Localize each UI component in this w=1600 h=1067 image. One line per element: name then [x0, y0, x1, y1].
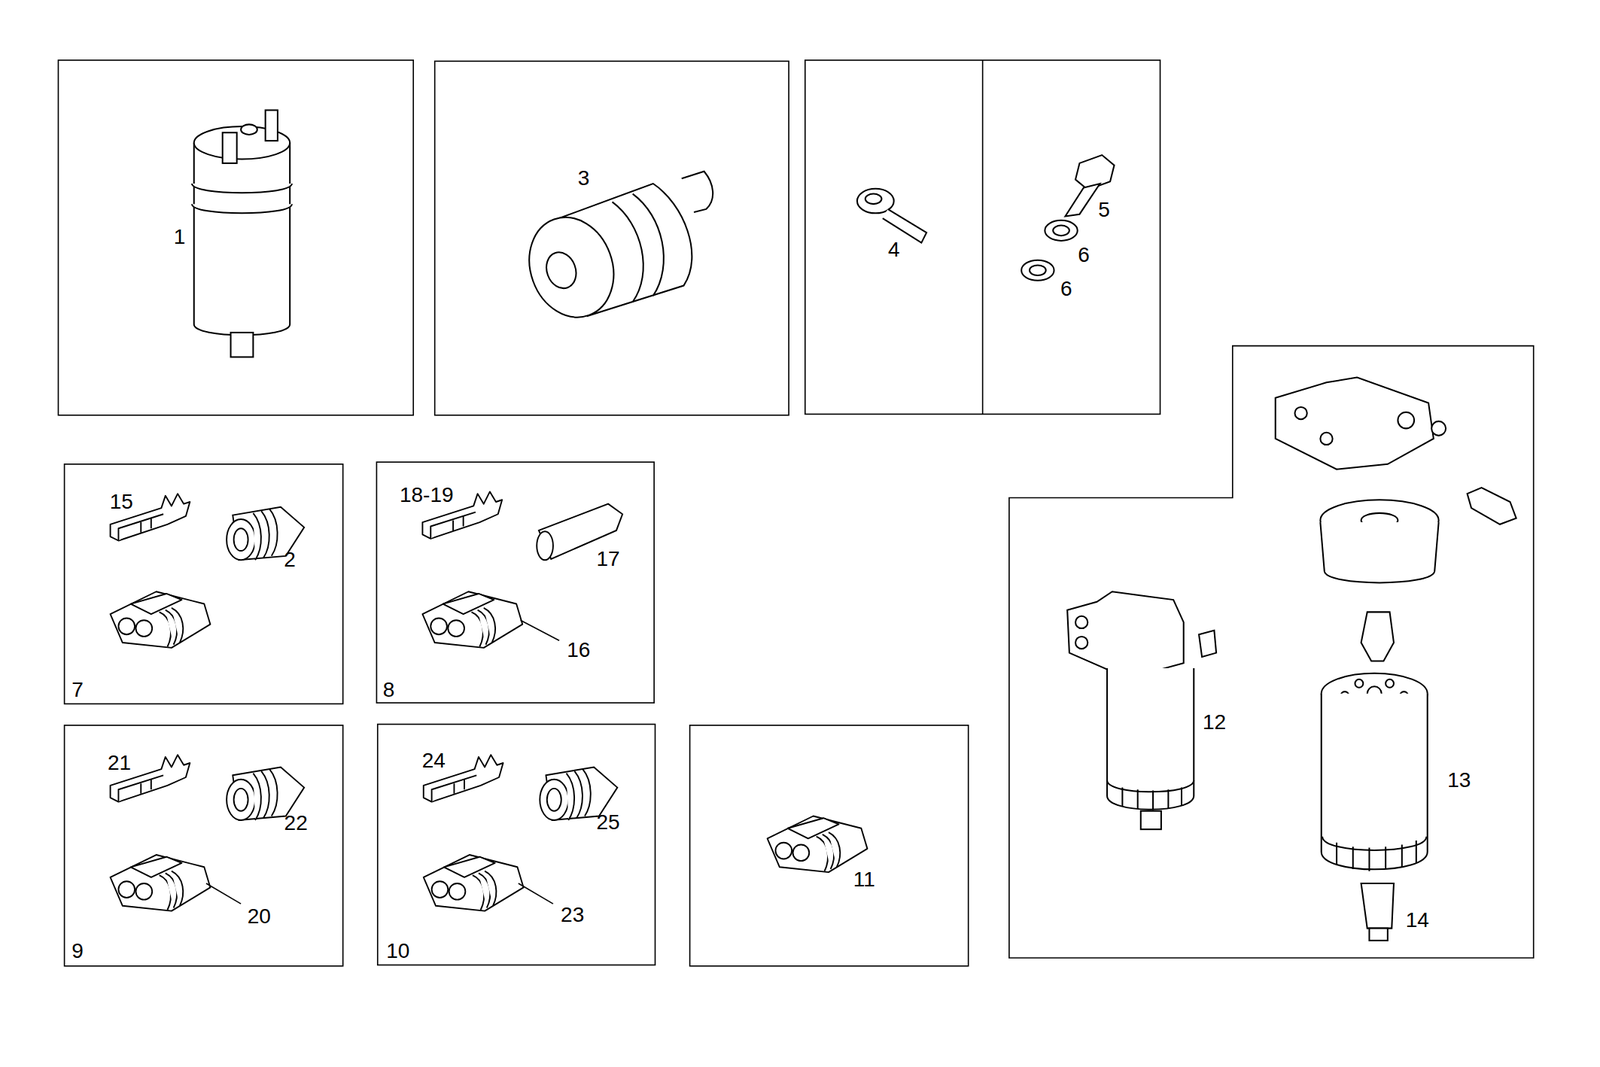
callout-number: 17	[596, 548, 621, 570]
callout-number: 18-19	[399, 484, 454, 506]
callout-number: 25	[596, 812, 621, 834]
callout-number: 24	[422, 750, 446, 772]
callout-number: 7	[71, 679, 84, 701]
callout-number: 23	[560, 904, 585, 926]
callout-number: 6	[1060, 278, 1073, 300]
callout-number: 3	[577, 167, 591, 189]
callout-number: 5	[1098, 199, 1111, 221]
callout-number: 16	[566, 639, 591, 661]
callout-number: 6	[1077, 244, 1090, 266]
callout-number: 13	[1447, 769, 1471, 791]
callout-number: 10	[386, 940, 410, 962]
callout-number: 1	[173, 226, 186, 248]
callout-number: 12	[1202, 711, 1226, 734]
callout-number: 9	[71, 940, 84, 962]
callout-number: 20	[247, 906, 271, 928]
callout-number: 4	[888, 239, 901, 261]
callout-number: 22	[284, 812, 308, 834]
callout-number: 21	[107, 752, 131, 774]
callout-number: 2	[283, 549, 296, 571]
callout-number: 14	[1405, 909, 1430, 931]
callout-number: 15	[109, 491, 134, 513]
callout-number: 8	[383, 679, 396, 701]
callout-number: 11	[853, 869, 876, 891]
